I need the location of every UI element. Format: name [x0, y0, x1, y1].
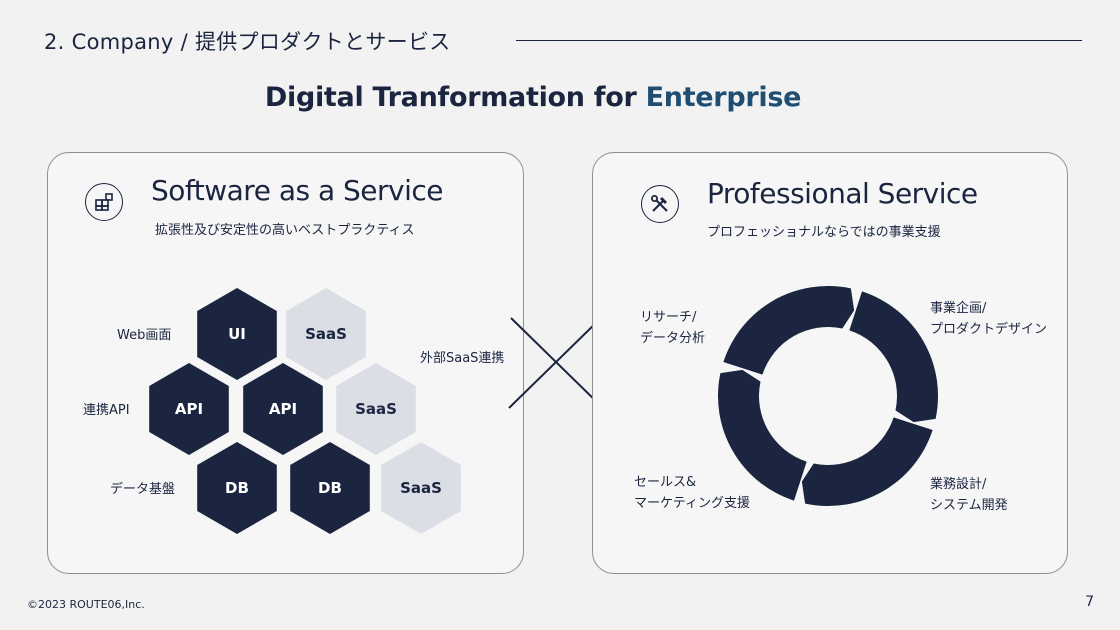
tools-icon	[641, 185, 679, 223]
service-subtitle: プロフェッショナルならではの事業支援	[707, 225, 941, 240]
main-title-accent: Enterprise	[645, 82, 802, 113]
cross-icon	[508, 317, 604, 409]
hexagon-label: SaaS	[355, 400, 397, 418]
external-saas-label: 外部SaaS連携	[420, 351, 505, 366]
hexagon-api: API	[243, 363, 323, 455]
header-divider	[516, 40, 1082, 41]
hexagon-saas: SaaS	[381, 442, 461, 534]
hexagon-label: UI	[228, 325, 246, 343]
hexagon-db: DB	[290, 442, 370, 534]
page-number: 7	[1085, 594, 1094, 610]
cycle-segment-2	[801, 417, 933, 506]
cycle-segment-3	[717, 369, 807, 501]
hexagon-saas: SaaS	[336, 363, 416, 455]
row-label-web: Web画面	[117, 328, 172, 343]
saas-title: Software as a Service	[151, 174, 444, 207]
cycle-label-planning: 事業企画/ プロダクトデザイン	[930, 301, 1048, 337]
hexagon-label: DB	[225, 479, 249, 497]
hexagon-label: SaaS	[400, 479, 442, 497]
row-label-db: データ基盤	[110, 482, 176, 497]
hexagon-db: DB	[197, 442, 277, 534]
hexagon-label: DB	[318, 479, 342, 497]
saas-subtitle: 拡張性及び安定性の高いベストプラクティス	[155, 223, 415, 238]
hexagon-label: API	[175, 400, 203, 418]
cycle-segment-1	[849, 291, 938, 423]
service-title: Professional Service	[707, 177, 978, 210]
hexagon-ui: UI	[197, 288, 277, 380]
hexagon-label: SaaS	[305, 325, 347, 343]
main-title: Digital Tranformation for Enterprise	[0, 82, 1066, 113]
hexagon-saas: SaaS	[286, 288, 366, 380]
section-title: 2. Company / 提供プロダクトとサービス	[44, 30, 451, 54]
hexagon-label: API	[269, 400, 297, 418]
main-title-text: Digital Tranformation for	[264, 82, 646, 113]
copyright: ©2023 ROUTE06,Inc.	[27, 598, 145, 611]
grid-blocks-icon	[85, 183, 123, 221]
cycle-label-research: リサーチ/ データ分析	[640, 310, 706, 346]
cycle-label-sales: セールス& マーケティング支援	[634, 475, 750, 511]
cycle-segment-4	[723, 286, 855, 375]
cycle-label-development: 業務設計/ システム開発	[930, 477, 1008, 513]
row-label-api: 連携API	[83, 403, 130, 418]
hexagon-api: API	[149, 363, 229, 455]
